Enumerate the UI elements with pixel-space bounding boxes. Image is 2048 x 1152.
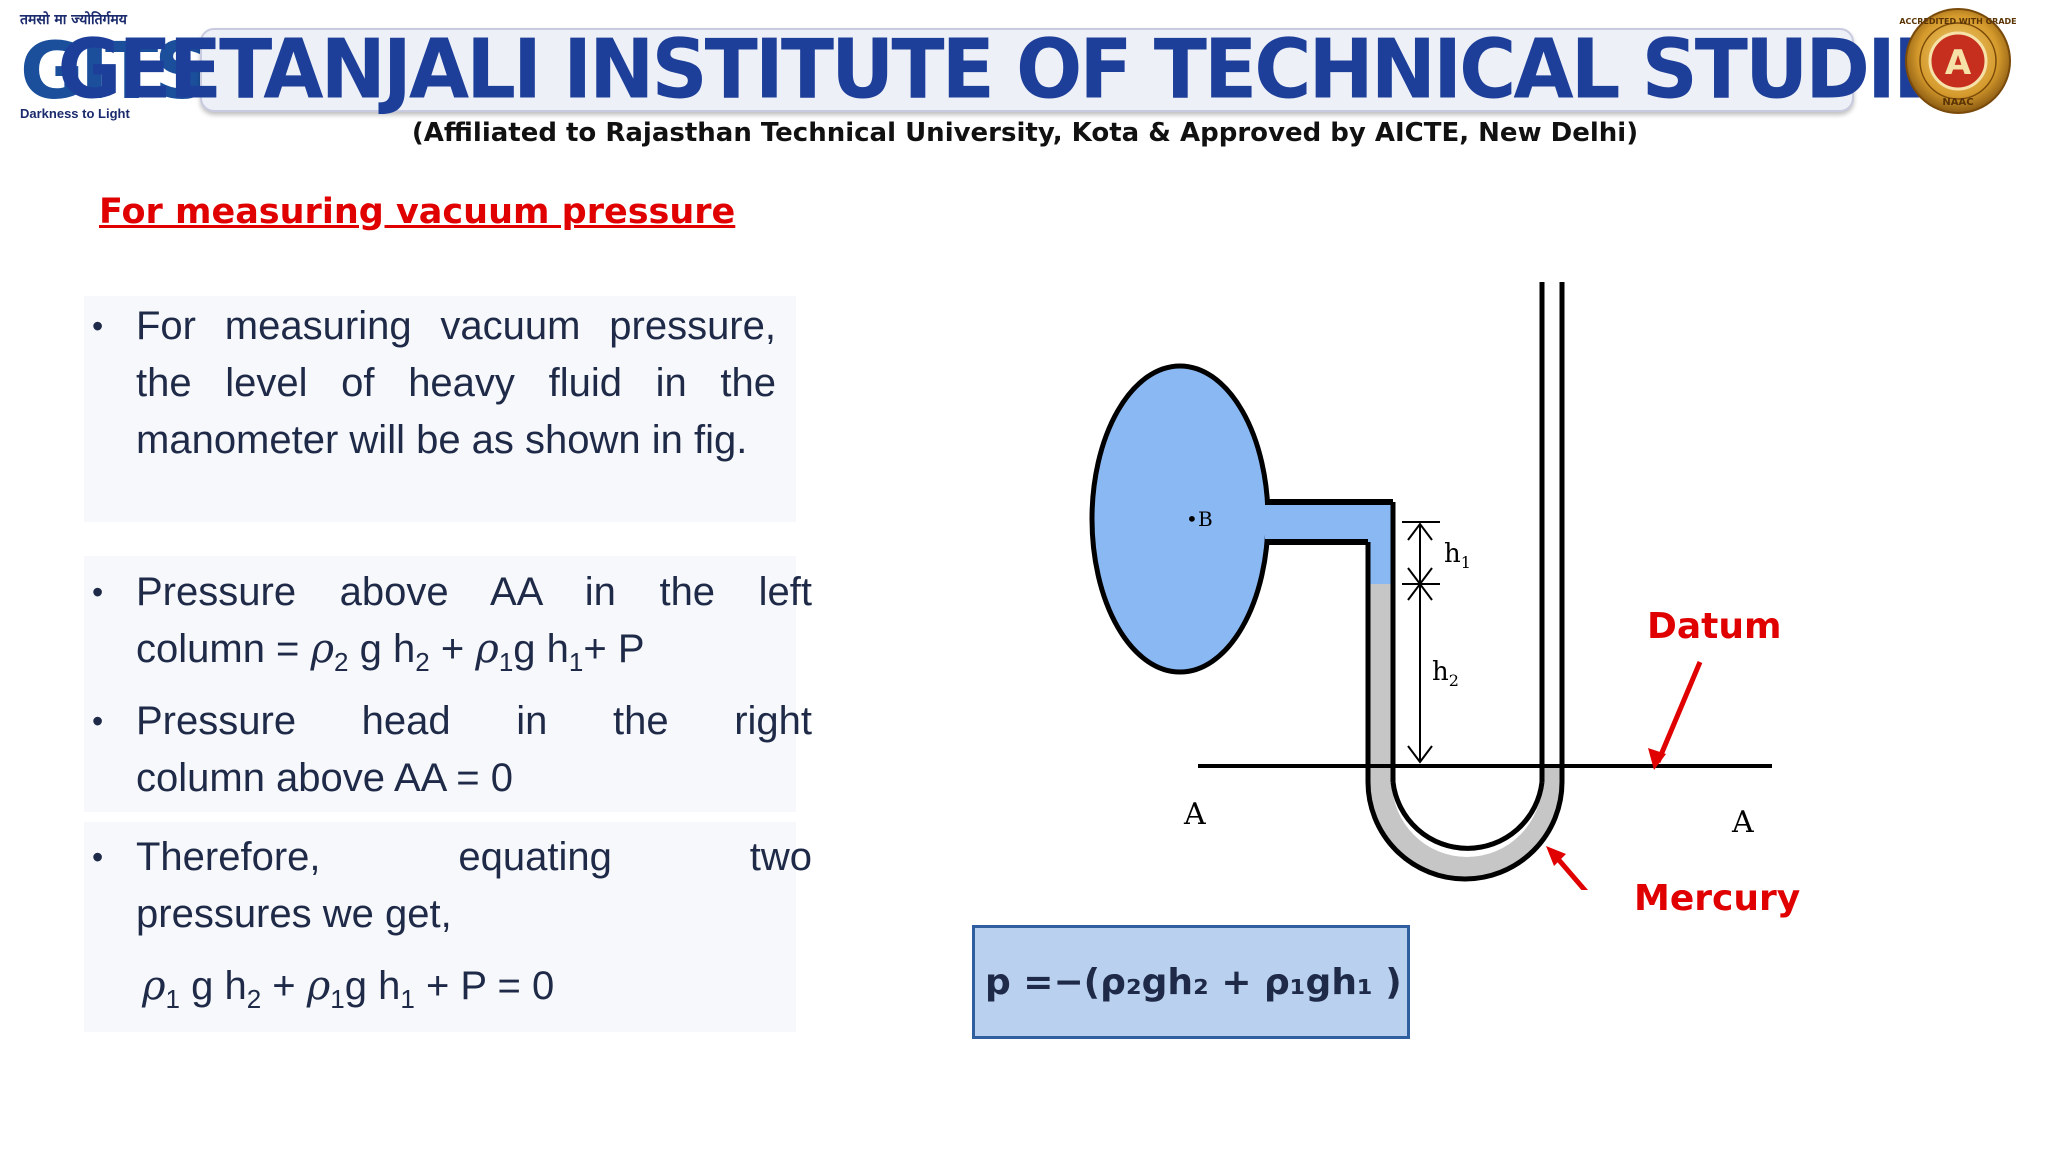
bullet-panel-2 <box>84 556 796 812</box>
mercury-left-column <box>1368 584 1392 766</box>
pressure-expression: ρ <box>310 626 335 672</box>
bullet-text: Therefore, equating two <box>136 835 812 879</box>
naac-label: NAAC <box>1942 97 1973 108</box>
pipe-bulb <box>1089 363 1271 675</box>
vacuum-pressure-formula: p =−(ρ₂gh₂ + ρ₁gh₁ ) <box>985 962 1402 1003</box>
point-b-label: B <box>1198 507 1213 531</box>
bullet-item: • For measuring vacuum pressure, the lev… <box>92 298 792 528</box>
formula-box <box>972 925 1410 1039</box>
mercury-arrow <box>1546 846 1566 866</box>
bullet-item: • Pressure above AA in the left column =… <box>92 564 812 684</box>
gits-logo: तमसो मा ज्योतिर्गमय GITS Darkness to Lig… <box>18 6 210 124</box>
datum-label: Datum <box>1647 606 1782 647</box>
bullet-dot: • <box>92 703 104 739</box>
bullet-text: Pressure head in the right <box>136 699 812 743</box>
bullet-text: column above AA = 0 <box>136 756 513 800</box>
bullet-dot: • <box>92 308 104 344</box>
bullet-text: column = <box>136 627 311 671</box>
left-a-label: A <box>1183 797 1206 832</box>
bullet-text: Pressure above AA in the left <box>136 570 812 614</box>
result-equation: ρ1 g h2 + ρ1g h1 + P = 0 <box>142 963 555 1014</box>
bullet-item: • Pressure head in the right column abov… <box>92 693 812 813</box>
datum-arrow <box>1655 661 1703 763</box>
logo-motto: तमसो मा ज्योतिर्गमय <box>20 12 127 28</box>
logo-mark: GITS <box>20 27 210 117</box>
point-b-dot: • <box>1186 507 1198 531</box>
bullet-dot: • <box>92 839 104 875</box>
affiliation-text: (Affiliated to Rajasthan Technical Unive… <box>411 118 1639 148</box>
bullet-panel-1 <box>84 296 796 522</box>
naac-top-text: ACCREDITED WITH GRADE <box>1899 17 2016 26</box>
naac-badge-icon: A NAAC ACCREDITED WITH GRADE <box>1899 8 2017 114</box>
institute-name: GEETANJALI INSTITUTE OF TECHNICAL STUDIE… <box>57 22 2000 118</box>
h1-label: h1 <box>1444 539 1471 572</box>
bullet-panel-3 <box>84 822 796 1032</box>
connecting-pipe <box>1265 504 1393 540</box>
bullet-text: pressures we get, <box>136 892 452 936</box>
h2-label: h2 <box>1432 657 1459 690</box>
mercury-label: Mercury <box>1634 878 1801 919</box>
slide-title: For measuring vacuum pressure <box>99 192 736 232</box>
manometer-diagram: • B h1 h2 A A <box>1089 282 1772 890</box>
bullet-item: • Therefore, equating two pressures we g… <box>92 829 812 949</box>
bullet-text: For measuring vacuum pressure, the level… <box>136 304 776 462</box>
right-a-label: A <box>1731 805 1754 840</box>
naac-grade: A <box>1945 43 1972 83</box>
bullet-dot: • <box>92 574 104 610</box>
mercury-u-bend <box>1368 766 1562 879</box>
bullet-equation-line: column = ρ2 g h2 + ρ1g h1+ P <box>136 626 645 677</box>
institute-banner: GEETANJALI INSTITUTE OF TECHNICAL STUDIE… <box>58 23 2000 118</box>
logo-tagline: Darkness to Light <box>20 106 130 121</box>
